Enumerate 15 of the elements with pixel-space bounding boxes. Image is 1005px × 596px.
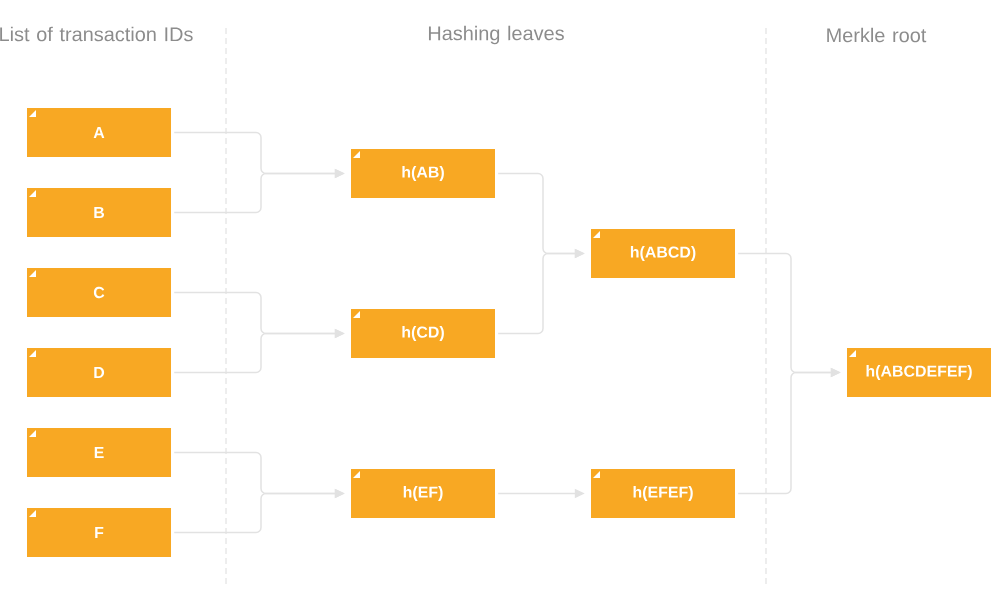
hash-box: B (27, 188, 171, 237)
hash-box: C (27, 268, 171, 317)
hash-box: h(ABCDEFEF) (847, 348, 991, 397)
hash-box: D (27, 348, 171, 397)
column-heading: Merkle root (827, 27, 927, 43)
hash-box: h(AB) (351, 149, 495, 198)
hash-box: h(EF) (351, 469, 495, 518)
hash-box: F (27, 508, 171, 557)
column-heading: Hashing leaves (428, 25, 564, 45)
hash-box: A (27, 108, 171, 157)
hash-box: h(CD) (351, 309, 495, 358)
column-heading: List of transaction IDs (0, 26, 193, 42)
hash-box: h(ABCD) (591, 229, 735, 278)
hash-box: h(EFEF) (591, 469, 735, 518)
hash-box: E (27, 428, 171, 477)
